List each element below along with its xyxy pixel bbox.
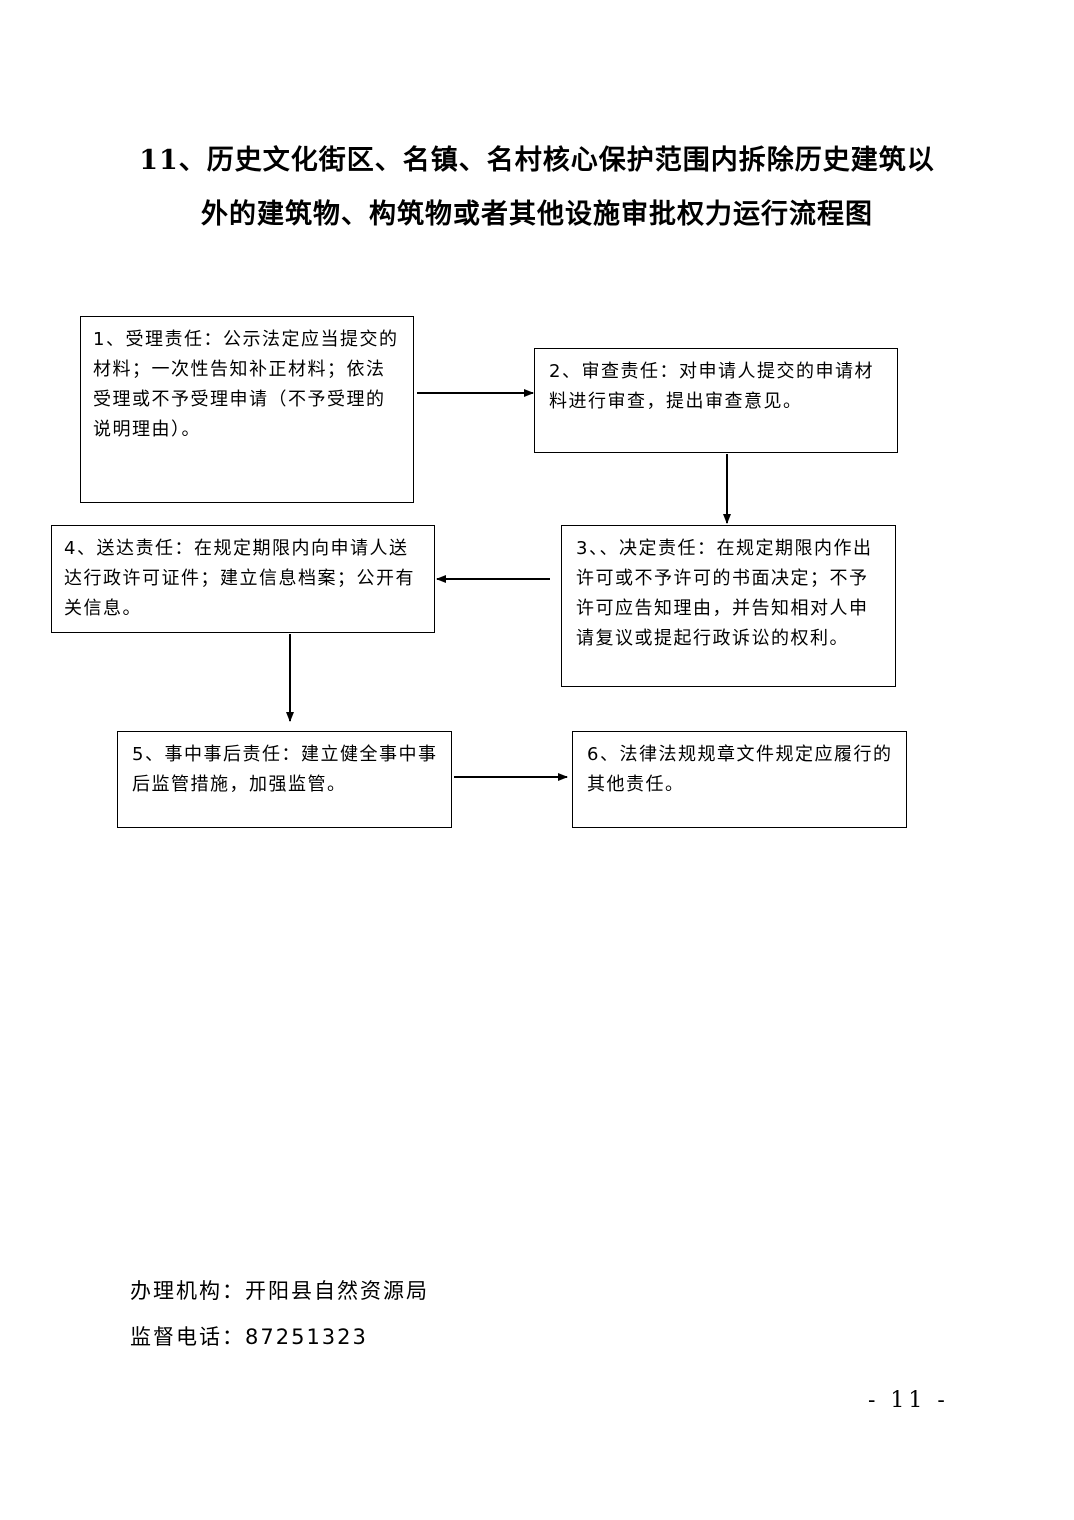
step-6-other-duties-box: 6、法律法规规章文件规定应履行的其他责任。 [572,731,907,828]
step-2-review-box: 2、审查责任：对申请人提交的申请材料进行审查，提出审查意见。 [534,348,898,453]
diagram-title-line-2: 外的建筑物、构筑物或者其他设施审批权力运行流程图 [201,199,873,230]
page-number: - 11 - [868,1388,949,1413]
step-3-decision-box: 3、、决定责任：在规定期限内作出许可或不予许可的书面决定；不予许可应告知理由，并… [561,525,896,687]
step-5-supervision-box: 5、事中事后责任：建立健全事中事后监管措施，加强监管。 [117,731,452,828]
diagram-title-line-1: 11、历史文化街区、名镇、名村核心保护范围内拆除历史建筑以 [139,145,935,176]
step-4-delivery-box: 4、送达责任：在规定期限内向申请人送达行政许可证件；建立信息档案；公开有关信息。 [51,525,435,633]
supervision-phone: 监督电话：87251323 [130,1325,368,1349]
handling-agency: 办理机构：开阳县自然资源局 [130,1279,429,1303]
step-1-acceptance-box: 1、受理责任：公示法定应当提交的材料；一次性告知补正材料；依法受理或不予受理申请… [80,316,414,503]
